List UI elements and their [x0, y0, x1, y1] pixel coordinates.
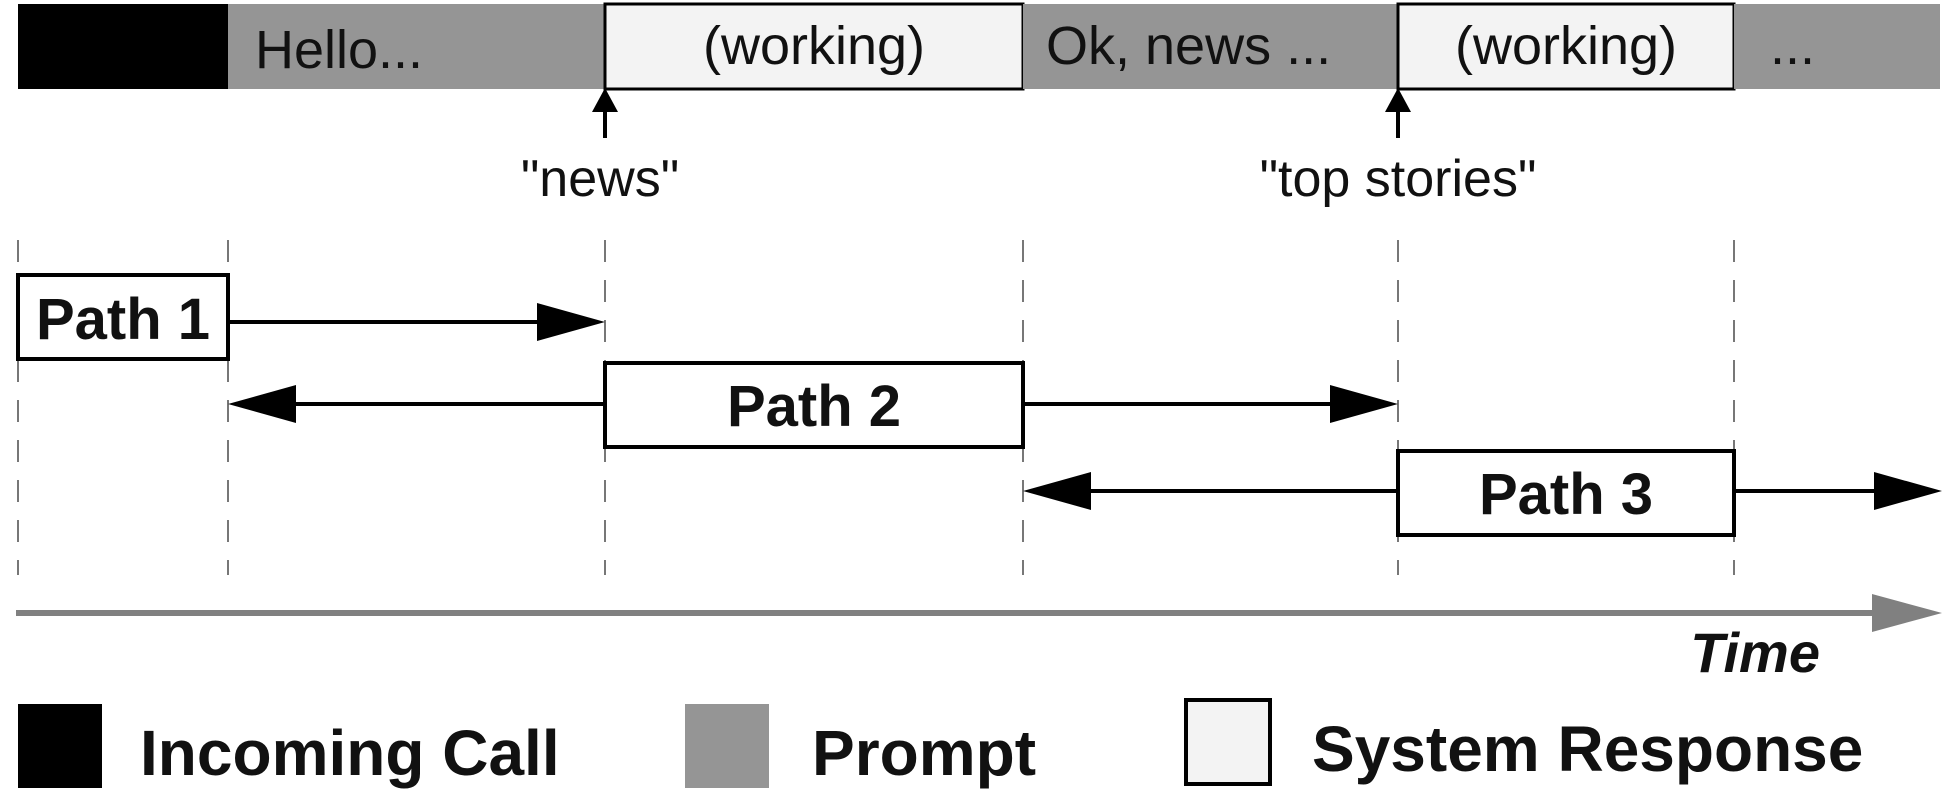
path-1: Path 1 — [16, 273, 605, 361]
segment-text-working-1: (working) — [703, 16, 925, 76]
event-label-top-stories: "top stories" — [1260, 150, 1537, 208]
time-axis: Time — [16, 594, 1942, 684]
event-top-stories: "top stories" — [1260, 88, 1537, 208]
segment-text-hello: Hello... — [255, 20, 423, 80]
up-arrow-icon — [1385, 88, 1411, 112]
segment-incoming-call — [18, 4, 228, 89]
timeline-bar: Hello... (working) Ok, news ... (working… — [18, 2, 1940, 91]
legend: Incoming Call Prompt System Response — [18, 698, 1863, 789]
axis-arrow-icon — [1872, 594, 1942, 632]
left-arrow-icon — [228, 385, 296, 423]
legend-swatch-prompt — [685, 704, 769, 788]
path-1-label: Path 1 — [36, 287, 210, 352]
right-arrow-icon — [1330, 385, 1398, 423]
segment-text-ok-news: Ok, news ... — [1046, 16, 1331, 76]
event-news: "news" — [521, 88, 679, 208]
path-2: Path 2 — [228, 361, 1398, 449]
path-1-box — [16, 273, 230, 361]
legend-label-response: System Response — [1312, 713, 1863, 785]
segment-prompt-ellipsis — [1734, 4, 1940, 89]
path-3-box — [1396, 449, 1736, 537]
left-arrow-icon — [1023, 472, 1091, 510]
segment-text-working-2: (working) — [1455, 16, 1677, 76]
segment-prompt-ok-news — [1023, 4, 1398, 89]
legend-swatch-response — [1184, 698, 1272, 786]
path-3-label: Path 3 — [1479, 462, 1653, 527]
up-arrow-icon — [592, 88, 618, 112]
right-arrow-icon — [1874, 472, 1942, 510]
event-label-news: "news" — [521, 150, 679, 208]
segment-text-ellipsis: ... — [1770, 16, 1815, 76]
legend-swatch-incoming — [18, 704, 102, 788]
time-axis-label: Time — [1690, 621, 1820, 684]
right-arrow-icon — [537, 303, 605, 341]
path-2-box — [603, 361, 1025, 449]
legend-label-prompt: Prompt — [812, 717, 1036, 789]
segment-response-working-1 — [603, 2, 1025, 91]
legend-label-incoming: Incoming Call — [140, 717, 560, 789]
segment-prompt-hello — [228, 4, 605, 89]
path-2-label: Path 2 — [727, 374, 901, 439]
path-3: Path 3 — [1023, 449, 1942, 537]
